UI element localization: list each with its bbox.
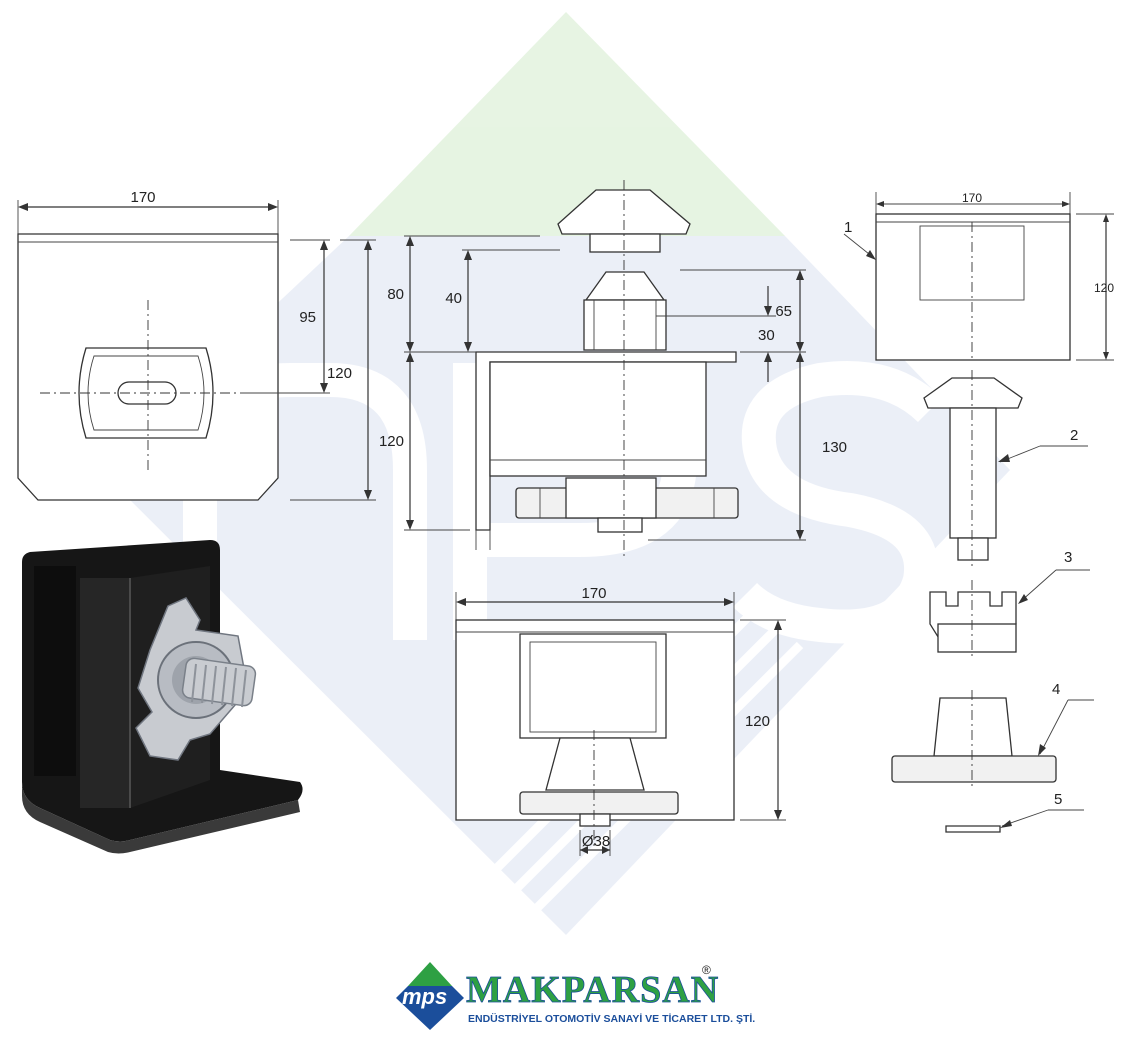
top-view: 170 120 Ø38 bbox=[455, 585, 786, 856]
dimension-95: 95 bbox=[299, 309, 316, 326]
top-stem bbox=[545, 737, 645, 791]
callout-2: 2 bbox=[1070, 427, 1078, 444]
dimension-170-top: 170 bbox=[581, 585, 606, 602]
logo-subtitle: ENDÜSTRİYEL OTOMOTİV SANAYİ VE TİCARET L… bbox=[468, 1012, 755, 1025]
callout-1: 1 bbox=[844, 219, 852, 236]
logo-registered: ® bbox=[702, 963, 711, 977]
callout-5: 5 bbox=[1054, 791, 1062, 808]
nut-body bbox=[583, 299, 667, 351]
part-5-washer bbox=[945, 825, 1001, 833]
knob-stem bbox=[597, 517, 643, 533]
dimension-120-top: 120 bbox=[745, 713, 770, 730]
part-2-cap bbox=[923, 377, 1023, 409]
cap-top bbox=[557, 189, 691, 235]
dimension-120-exploded: 120 bbox=[1094, 281, 1114, 295]
dimension-120: 120 bbox=[327, 365, 352, 382]
housing bbox=[489, 361, 707, 477]
makparsan-logo: mps MAKPARSAN ® ENDÜSTRİYEL OTOMOTİV SAN… bbox=[396, 962, 755, 1030]
callout-4: 4 bbox=[1052, 681, 1060, 698]
callout-3: 3 bbox=[1064, 549, 1072, 566]
knob-hub bbox=[565, 477, 657, 519]
part-2-shaft bbox=[949, 407, 997, 539]
product-photo bbox=[22, 540, 303, 854]
dimension-30: 30 bbox=[758, 327, 775, 344]
top-knob bbox=[519, 791, 679, 815]
cap-neck bbox=[589, 233, 661, 253]
logo-mark: mps bbox=[402, 984, 447, 1009]
front-view: 80 40 120 65 30 130 bbox=[379, 180, 847, 560]
dimension-80: 80 bbox=[387, 286, 404, 303]
side-view: 170 95 120 bbox=[17, 189, 376, 501]
dimension-120-front: 120 bbox=[379, 433, 404, 450]
logo-name: MAKPARSAN bbox=[466, 969, 719, 1011]
dimension-170-exploded: 170 bbox=[962, 191, 982, 205]
top-housing bbox=[519, 633, 667, 739]
dimension-170: 170 bbox=[130, 189, 155, 206]
part-4-stem bbox=[933, 697, 1013, 757]
dimension-130: 130 bbox=[822, 439, 847, 456]
dimension-diameter: Ø38 bbox=[582, 833, 610, 850]
callout-leaders bbox=[843, 233, 1094, 828]
part-4-knob bbox=[891, 755, 1057, 783]
exploded-view: 170 120 bbox=[843, 191, 1114, 833]
dimension-40: 40 bbox=[445, 290, 462, 307]
dimension-65: 65 bbox=[775, 303, 792, 320]
part-1-box bbox=[875, 213, 1071, 361]
